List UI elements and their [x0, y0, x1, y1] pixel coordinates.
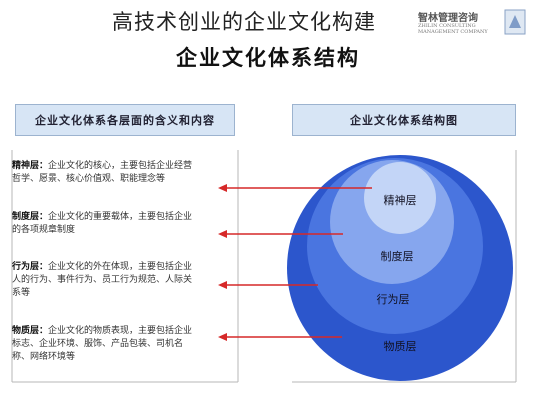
layer-title: 制度层：: [12, 212, 49, 222]
layer-description-behavior: 行为层：企业文化的外在体现，主要包括企业人的行为、事件行为、员工行为规范、人际关…: [12, 261, 200, 300]
logo-brand-text: 智林管理咨询: [418, 13, 478, 24]
layer-desc: 企业文化的核心，主要包括企业经营哲学、愿景、核心价值观、职能理念等: [12, 161, 193, 184]
company-logo: 智林管理咨询 ZHILIN CONSULTING MANAGEMENT COMP…: [418, 9, 526, 41]
spirit-layer-circle: [364, 162, 436, 234]
behavior-layer-label: 行为层: [377, 293, 410, 306]
arrow-system-head: [218, 230, 227, 238]
logo-subtitle: ZHILIN CONSULTING MANAGEMENT COMPANY: [418, 23, 488, 35]
arrow-behavior-head: [218, 281, 227, 289]
right-panel-header: 企业文化体系结构图: [292, 104, 516, 136]
layer-title: 行为层：: [12, 262, 49, 272]
spirit-layer-label: 精神层: [384, 193, 417, 207]
left-panel-header: 企业文化体系各层面的含义和内容: [15, 104, 235, 136]
logo-mark-icon: [504, 9, 526, 35]
layer-description-system: 制度层：企业文化的重要载体，主要包括企业的各项规章制度: [12, 211, 200, 237]
arrow-spirit-head: [218, 184, 227, 192]
slide-title: 企业文化体系结构: [176, 45, 360, 70]
page-caption: 高技术创业的企业文化构建: [112, 10, 376, 34]
layer-desc: 企业文化的物质表现，主要包括企业标志、企业环境、服饰、产品包装、司机名称、网络环…: [12, 326, 193, 362]
layer-desc: 企业文化的重要载体，主要包括企业的各项规章制度: [12, 212, 193, 235]
layer-description-material: 物质层：企业文化的物质表现，主要包括企业标志、企业环境、服饰、产品包装、司机名称…: [12, 325, 200, 364]
layer-title: 物质层：: [12, 326, 49, 336]
layer-desc: 企业文化的外在体现，主要包括企业人的行为、事件行为、员工行为规范、人际关系等: [12, 262, 193, 298]
system-layer-label: 制度层: [381, 249, 414, 263]
material-layer-label: 物质层: [384, 339, 417, 353]
layer-description-spirit: 精神层：企业文化的核心，主要包括企业经营哲学、愿景、核心价值观、职能理念等: [12, 160, 200, 186]
layer-title: 精神层：: [12, 161, 49, 171]
arrow-material-head: [218, 333, 227, 341]
